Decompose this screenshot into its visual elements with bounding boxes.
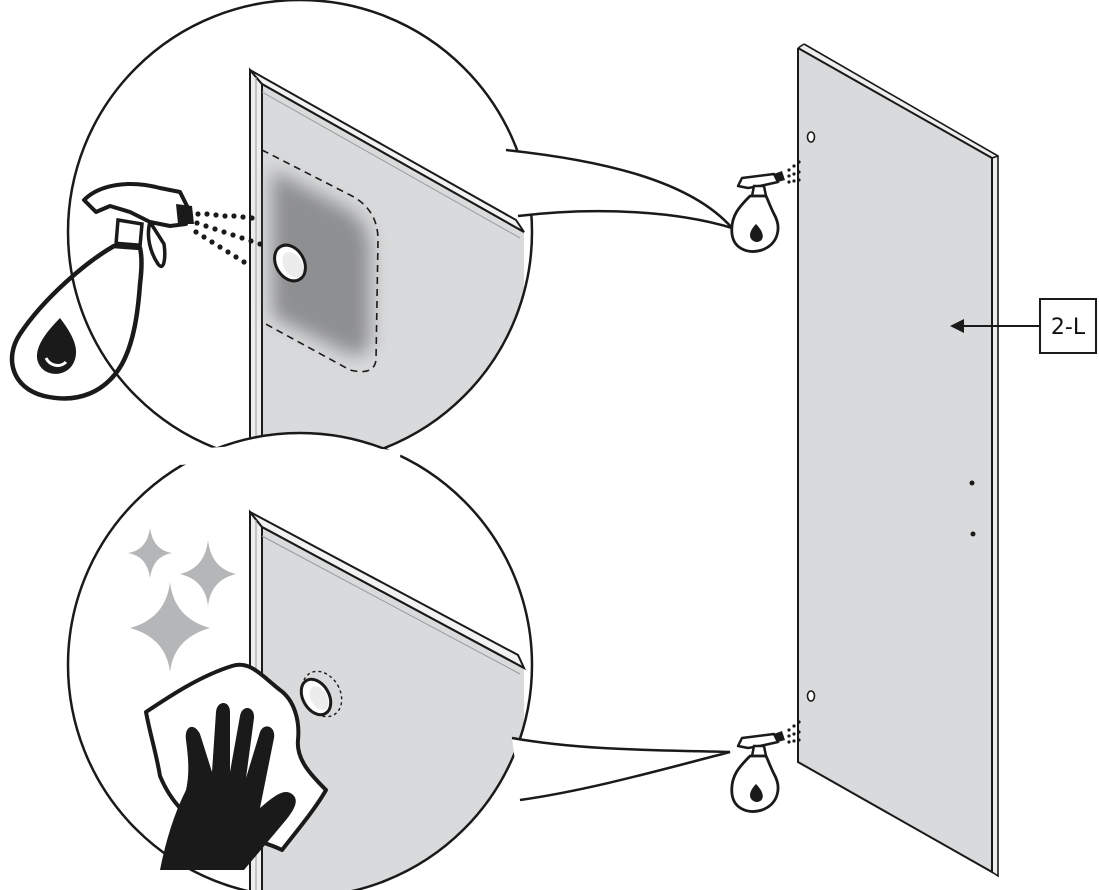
wet-spray-area [272,170,371,356]
hand [160,703,296,870]
panel-face [798,48,992,872]
zoom-detail-wipe [66,431,534,890]
glass-panel-2-l [797,43,999,878]
panel-face-closeup [262,84,524,464]
panel-hole-mid-2 [970,531,976,537]
mounting-hole-closeup [273,243,307,283]
panel-hole-mid-1 [969,480,975,486]
callout-tail-top [505,148,736,231]
callout-tail-bottom [511,736,731,802]
cleaning-area-outline [261,149,379,373]
spray-bottle-small-top [730,160,801,253]
sparkle-icon [128,528,236,672]
panel-hole-bottom [806,690,816,702]
part-label-callout: 2-L [950,298,1097,354]
mounting-hole-closeup-clean [299,670,343,718]
hand-wiping-cloth-icon [144,662,328,870]
label-arrowhead [950,319,964,333]
part-label: 2-L [1051,315,1086,340]
panel-face-closeup-clean [262,527,524,890]
panel-hole-top [806,131,816,143]
part-label-box [1039,298,1097,354]
spray-bottle-small-bottom [730,720,801,813]
spray-bottle-icon [9,182,194,401]
panel-side-edge [992,156,998,876]
zoom-detail-spray [9,0,534,466]
spray-mist [193,211,263,265]
